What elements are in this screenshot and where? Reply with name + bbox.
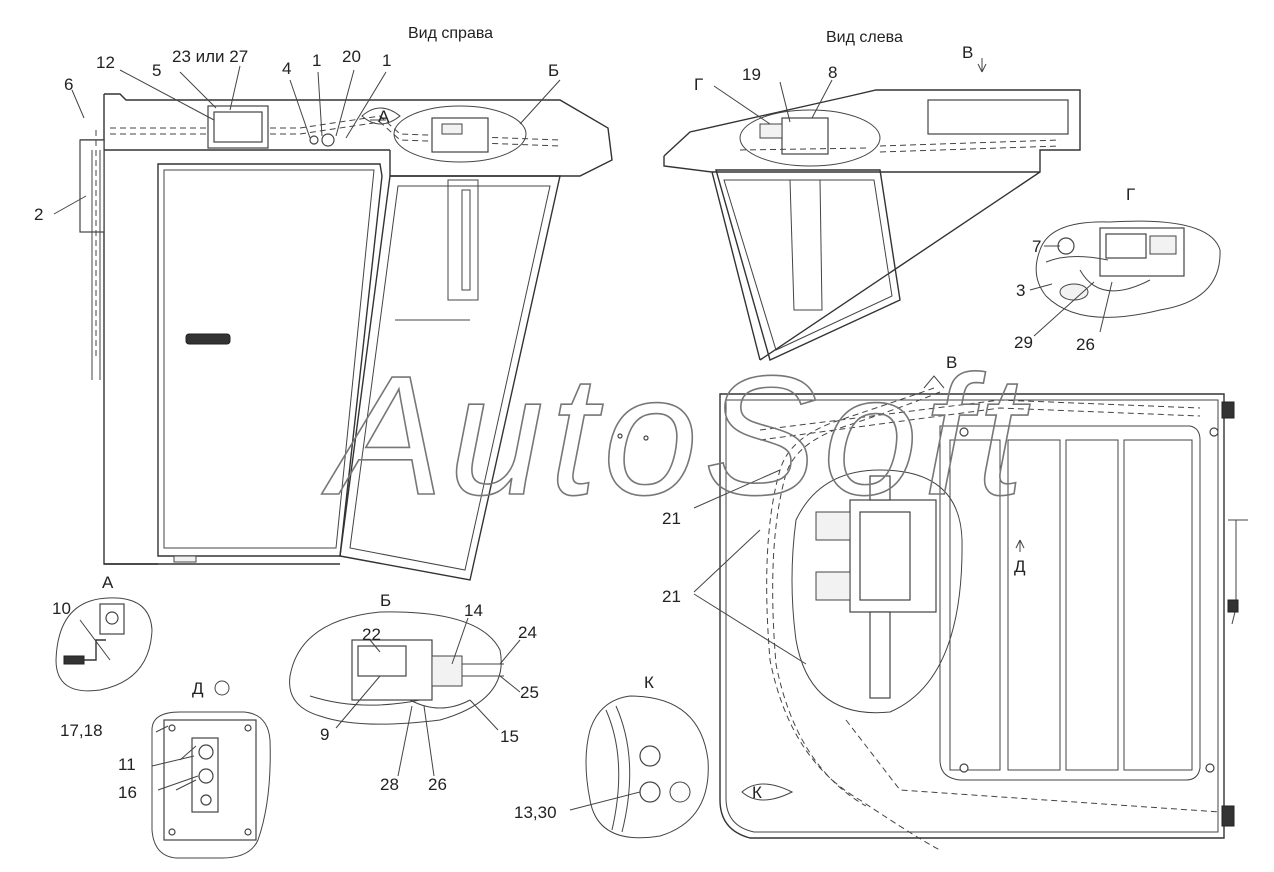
callout-g-detail: Г: [1126, 185, 1135, 204]
label-28: 28: [380, 775, 399, 794]
label-26-b: 26: [428, 775, 447, 794]
callout-a-arrow: А: [378, 107, 390, 126]
callout-k-detail: К: [644, 673, 654, 692]
label-29: 29: [1014, 333, 1033, 352]
label-22: 22: [362, 625, 381, 644]
view-title-left: Вид слева: [826, 29, 903, 46]
label-5: 5: [152, 61, 161, 80]
label-2: 2: [34, 205, 43, 224]
view-title-right: Вид справа: [408, 25, 493, 42]
label-23-27: 23 или 27: [172, 47, 248, 66]
view-arrow-d: [1015, 539, 1025, 552]
detail-A: [55, 597, 153, 692]
label-20: 20: [342, 47, 361, 66]
label-3: 3: [1016, 281, 1025, 300]
detail-B: [289, 611, 504, 725]
callout-d-roof: Д: [1014, 557, 1026, 576]
left-view-drawing: [663, 89, 1081, 361]
label-6: 6: [64, 75, 73, 94]
callout-b-detail: Б: [380, 591, 391, 610]
callout-b-top: Б: [548, 61, 559, 80]
callout-a-detail: А: [102, 573, 114, 592]
right-view-drawing: [79, 93, 649, 581]
detail-D: [151, 680, 271, 859]
label-10: 10: [52, 599, 71, 618]
label-15: 15: [500, 727, 519, 746]
label-19: 19: [742, 65, 761, 84]
callout-v-top: В: [962, 43, 973, 62]
detail-G: [1035, 220, 1221, 318]
callout-d-detail: Д: [192, 679, 204, 698]
label-21a: 21: [662, 509, 681, 528]
label-9: 9: [320, 725, 329, 744]
label-13-30: 13,30: [514, 803, 557, 822]
callout-k-roof: К: [752, 783, 762, 802]
label-16: 16: [118, 783, 137, 802]
label-12: 12: [96, 53, 115, 72]
callout-v-roof: В: [946, 353, 957, 372]
label-21b: 21: [662, 587, 681, 606]
label-8: 8: [828, 63, 837, 82]
label-1a: 1: [312, 51, 321, 70]
view-arrow-v: [977, 63, 987, 73]
label-11: 11: [118, 755, 136, 774]
label-1b: 1: [382, 51, 391, 70]
callout-g-top: Г: [694, 75, 703, 94]
label-7: 7: [1032, 237, 1041, 256]
roof-top-view: [719, 375, 1248, 851]
label-17-18: 17,18: [60, 721, 103, 740]
watermark-text: AutoSoft: [321, 341, 1031, 531]
label-4: 4: [282, 59, 291, 78]
label-14: 14: [464, 601, 483, 620]
label-24: 24: [518, 623, 537, 642]
leader-lines: [53, 58, 1113, 811]
label-26-g: 26: [1076, 335, 1095, 354]
detail-K: [585, 695, 709, 839]
label-25: 25: [520, 683, 539, 702]
